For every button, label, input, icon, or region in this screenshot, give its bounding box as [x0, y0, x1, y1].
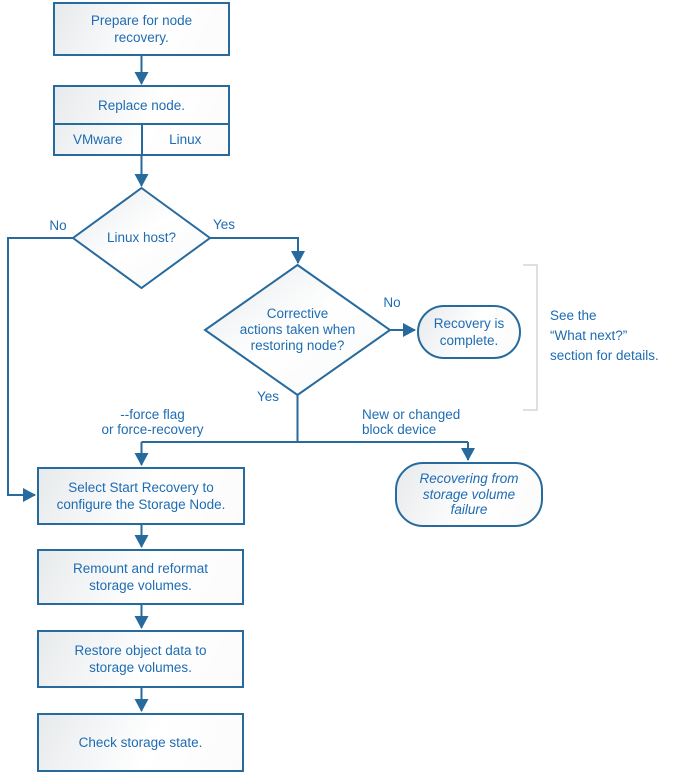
edge-label-line: --force flag	[120, 407, 185, 422]
node-text-line: Replace node.	[97, 97, 186, 113]
node-text-line: Remount and reformat	[72, 561, 209, 576]
node-text-line: Prepare for node	[90, 13, 193, 28]
node-text-line: configure the Storage Node.	[56, 497, 226, 512]
decision-text: restoring node?	[250, 338, 345, 353]
cell-text: Linux	[169, 132, 202, 147]
node-restore-object-data: Restore object data to storage volumes.	[37, 630, 244, 688]
node-select-start-recovery: Select Start Recovery to configure the S…	[37, 467, 245, 525]
side-note-line: “What next?”	[550, 328, 628, 343]
decision-text: Linux host?	[106, 230, 177, 245]
decision-text: actions taken when	[239, 322, 356, 337]
node-text-line: Recovering from	[419, 471, 519, 487]
node-text-line: Check storage state.	[78, 735, 203, 750]
edge-label-line: block device	[362, 422, 437, 437]
node-text-line: storage volumes.	[89, 578, 192, 593]
decision-text: Corrective	[266, 306, 329, 321]
edge-label-block-device: New or changed block device	[362, 407, 492, 437]
side-note-line: See the	[550, 308, 597, 323]
edge-label-line: or force-recovery	[101, 422, 204, 437]
node-text-line: Select Start Recovery to	[68, 480, 214, 495]
edge-label-no-corrective: No	[383, 295, 401, 310]
node-remount-reformat: Remount and reformat storage volumes.	[37, 549, 244, 605]
side-note-bracket	[523, 264, 538, 411]
edge-label-force-flag: --force flag or force-recovery	[82, 407, 223, 437]
side-note-line: section for details.	[550, 348, 659, 363]
edge-no-linuxhost-to-select	[7, 237, 73, 502]
edge-label-yes-linux: Yes	[212, 217, 236, 232]
edge-yes-corrective-split	[141, 395, 468, 443]
node-text-line: Recovery is	[433, 316, 505, 331]
decision-linux-host-label: Linux host?	[81, 230, 202, 246]
cell-vmware: VMware	[55, 125, 143, 154]
edge-yes-linuxhost-to-corrective	[208, 237, 305, 264]
cell-linux: Linux	[143, 125, 229, 154]
decision-linux-host-shape	[71, 186, 212, 290]
node-text-line: failure	[450, 502, 488, 518]
node-text-line: storage volume	[422, 486, 516, 502]
cell-text: VMware	[72, 132, 123, 147]
replace-node-cells: VMware Linux	[55, 125, 228, 154]
node-recovery-complete: Recovery is complete.	[417, 305, 521, 359]
node-text-line: recovery.	[114, 30, 169, 45]
edge-label-yes-corrective: Yes	[256, 389, 280, 404]
side-note-text: See the “What next?” section for details…	[550, 306, 680, 366]
node-text-line: Restore object data to	[74, 643, 207, 658]
edge-label-no-linux: No	[49, 218, 67, 233]
edge-label-line: New or changed	[362, 407, 461, 422]
node-recovering-from-storage-volume-failure: Recovering from storage volume failure	[395, 462, 543, 527]
node-replace-node: Replace node. VMware Linux	[53, 85, 230, 156]
node-prepare-recovery: Prepare for node recovery.	[53, 2, 230, 56]
node-check-storage-state: Check storage state.	[37, 713, 244, 772]
replace-node-title-row: Replace node.	[55, 87, 228, 125]
node-text-line: storage volumes.	[89, 660, 192, 675]
node-text-line: complete.	[439, 333, 499, 348]
decision-corrective-actions-shape	[203, 263, 392, 397]
decision-corrective-actions-label: Corrective actions taken when restoring …	[210, 304, 385, 356]
